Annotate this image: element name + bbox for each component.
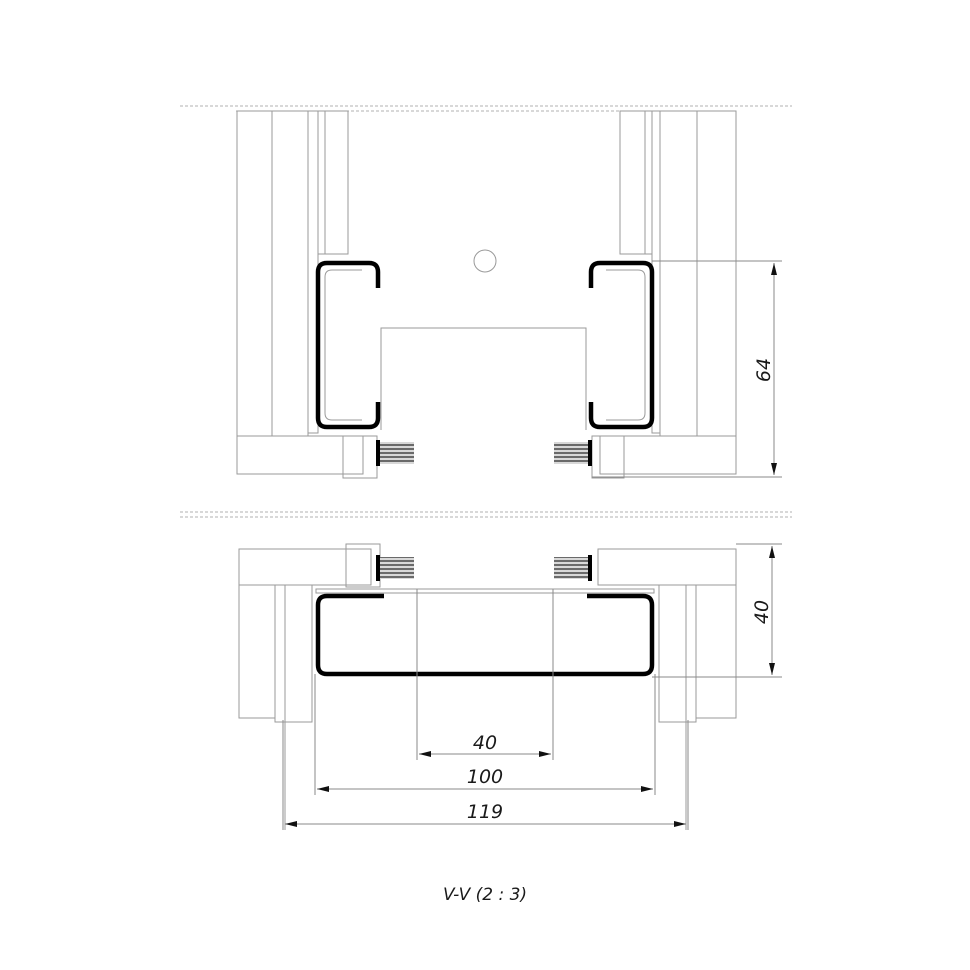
left-wall-outer: [236, 110, 273, 437]
bottom-view: 40 40 100 119: [238, 543, 782, 830]
left-c-profile: [315, 260, 381, 430]
right-sill: [599, 435, 737, 475]
left-brush-seal: [380, 442, 414, 464]
left-wall-inner: [271, 110, 309, 437]
right-c-profile: [588, 260, 655, 430]
right-wall-outer-b: [695, 584, 737, 719]
left-sill-lip: [342, 435, 378, 479]
right-glass-strip: [619, 110, 653, 255]
top-view: 64: [180, 105, 792, 479]
glass-strip: [315, 588, 655, 594]
right-wall-outer: [696, 110, 737, 437]
dimension-label-40-horizontal: 40: [473, 732, 497, 754]
section-title: V-V (2 : 3): [443, 885, 527, 905]
dimension-label-40-vertical: 40: [751, 600, 773, 624]
left-wall-outer-b: [238, 584, 276, 719]
bottom-profile: [315, 593, 655, 677]
right-brush-seal-b: [554, 557, 588, 579]
dimension-label-119: 119: [467, 801, 503, 823]
right-sill-lip: [591, 435, 625, 479]
right-wall-inner-b: [658, 584, 697, 723]
dimension-label-100: 100: [467, 766, 503, 788]
left-sill: [236, 435, 364, 475]
right-wall-inner: [659, 110, 698, 437]
right-brush-seal: [554, 442, 588, 464]
left-wall-inner-b: [274, 584, 313, 723]
center-hole: [473, 249, 497, 273]
left-c-profile-inner: [324, 269, 362, 421]
dimension-label-64: 64: [753, 358, 775, 382]
inner-outline: [380, 327, 587, 430]
right-head-block: [597, 548, 737, 586]
left-brush-seal-b: [380, 557, 414, 579]
left-glass-strip: [317, 110, 349, 255]
left-head-block: [238, 548, 372, 586]
right-c-profile-inner: [606, 269, 646, 421]
